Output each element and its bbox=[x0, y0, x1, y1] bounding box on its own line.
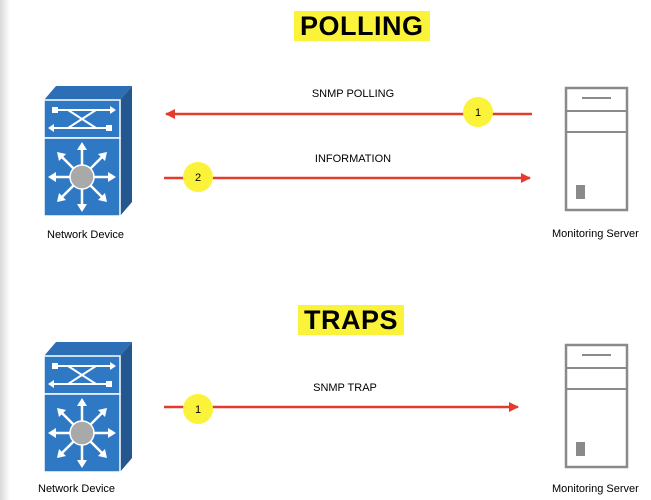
server-tower-icon bbox=[564, 86, 629, 212]
step-badge: 1 bbox=[183, 394, 213, 424]
information-label: INFORMATION bbox=[314, 153, 392, 165]
step-number: 1 bbox=[475, 107, 481, 119]
step-badge: 2 bbox=[183, 162, 213, 192]
polling-device-label: Network Device bbox=[47, 229, 125, 241]
snmp-trap-label: SNMP TRAP bbox=[313, 382, 377, 394]
network-switch-icon bbox=[43, 342, 132, 473]
traps-server-label: Monitoring Server bbox=[552, 483, 639, 495]
page-edge-shadow bbox=[0, 0, 10, 500]
network-switch-icon bbox=[43, 86, 132, 217]
step-number: 1 bbox=[195, 404, 201, 416]
server-tower-icon bbox=[564, 343, 629, 469]
snmp-polling-label: SNMP POLLING bbox=[311, 88, 395, 100]
polling-server-label: Monitoring Server bbox=[552, 228, 639, 240]
traps-device-label: Network Device bbox=[38, 483, 116, 495]
traps-title: TRAPS bbox=[298, 305, 405, 335]
polling-title: POLLING bbox=[294, 11, 430, 41]
step-badge: 1 bbox=[463, 97, 493, 127]
step-number: 2 bbox=[195, 172, 201, 184]
